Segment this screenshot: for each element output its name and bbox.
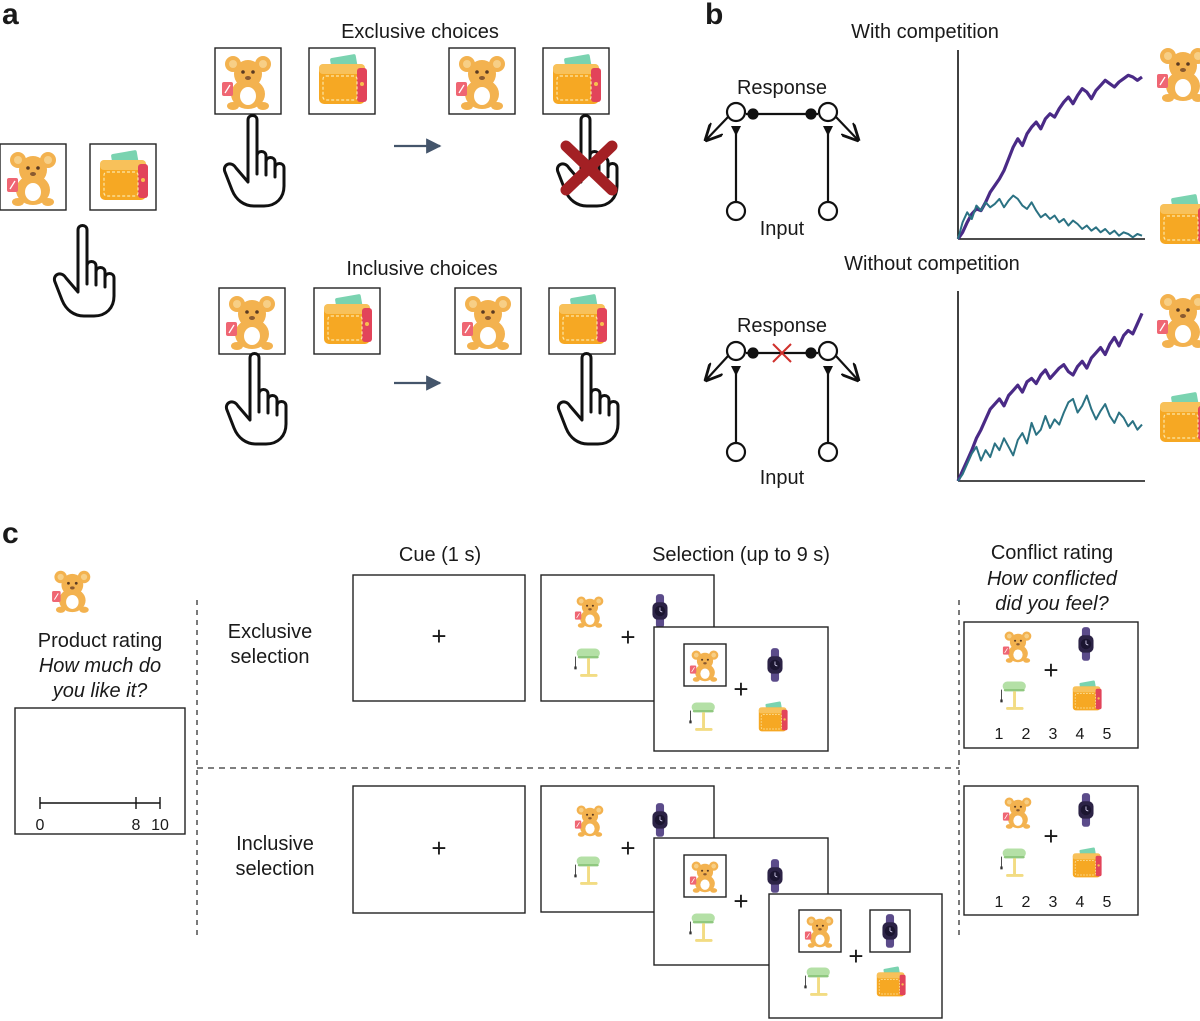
teddy-bear-icon: [219, 288, 285, 354]
pointing-hand-icon: [556, 352, 620, 446]
wallet-icon: [1159, 193, 1200, 245]
fixation-cross: +: [1043, 655, 1058, 685]
network-without-competition: [706, 340, 858, 463]
selection-title: Selection (up to 9 s): [652, 544, 830, 566]
cross-icon: [560, 140, 618, 196]
panel-a-initial: [0, 144, 156, 318]
teddy-bear-icon: [449, 48, 515, 114]
wallet-icon: [543, 48, 609, 114]
pointing-hand-icon: [224, 352, 288, 446]
fixation-cross: +: [620, 833, 635, 863]
selection-screen: +: [653, 626, 829, 752]
trace-plot-with-competition: [956, 50, 1145, 240]
conflict-screen-exclusive: + 1 2 3 4 5: [963, 621, 1139, 749]
network-with-competition: [706, 101, 858, 222]
conflict-question-line1: How conflicted: [987, 568, 1118, 590]
teddy-bear-icon: [1156, 293, 1200, 349]
pointing-hand-icon: [52, 224, 116, 318]
conflict-scale-1: 1: [995, 894, 1004, 911]
pointing-hand-icon: [222, 114, 286, 208]
teddy-bear-icon: [1156, 47, 1200, 103]
teddy-bear-icon: [455, 288, 521, 354]
fixation-cross: +: [1043, 821, 1058, 851]
cue-screen-exclusive: +: [352, 574, 526, 702]
teal-trace-line: [957, 194, 1143, 240]
product-rating-title: Product rating: [38, 630, 163, 652]
fixation-cross: +: [733, 674, 748, 704]
purple-trace-line: [956, 73, 1143, 240]
product-question-line1: How much do: [39, 655, 161, 677]
fixation-cross: +: [733, 886, 748, 916]
conflict-scale-5: 5: [1103, 894, 1112, 911]
wallet-icon: [90, 144, 156, 210]
product-rating-screen: 0 8 10: [14, 570, 186, 835]
teal-trace-line: [957, 394, 1143, 482]
input-label: Input: [760, 467, 805, 489]
conflict-rating-title: Conflict rating: [991, 542, 1113, 564]
with-competition-title: With competition: [851, 21, 999, 43]
teddy-bear-icon: [0, 144, 66, 210]
cue-screen-inclusive: +: [352, 785, 526, 914]
panel-letter-a: a: [2, 0, 19, 31]
conflict-scale-2: 2: [1022, 894, 1031, 911]
conflict-scale-2: 2: [1022, 726, 1031, 743]
purple-trace-line: [956, 312, 1144, 482]
cross-icon: [772, 343, 792, 363]
conflict-scale-4: 4: [1076, 726, 1085, 743]
fixation-cross: +: [431, 833, 446, 863]
response-label: Response: [737, 77, 827, 99]
cue-title: Cue (1 s): [399, 544, 481, 566]
fixation-cross: +: [848, 941, 863, 971]
inclusive-choices-row: [219, 288, 620, 446]
exclusive-selection-label: selection: [231, 646, 310, 668]
selection-screen: +: [768, 893, 943, 1019]
inclusive-selection-label: Inclusive: [236, 833, 314, 855]
input-label: Input: [760, 218, 805, 240]
wallet-icon: [314, 288, 380, 354]
inclusive-selection-label: selection: [236, 858, 315, 880]
panel-letter-b: b: [705, 0, 723, 31]
response-label: Response: [737, 315, 827, 337]
scale-tick-0: 0: [36, 817, 45, 834]
conflict-scale-3: 3: [1049, 726, 1058, 743]
teddy-bear-icon: [215, 48, 281, 114]
wallet-icon: [309, 48, 375, 114]
scale-tick-10: 10: [151, 817, 169, 834]
conflict-question-line2: did you feel?: [995, 593, 1109, 615]
fixation-cross: +: [431, 621, 446, 651]
conflict-scale-3: 3: [1049, 894, 1058, 911]
inclusive-choices-title: Inclusive choices: [346, 258, 497, 280]
teddy-bear-icon: [51, 570, 91, 614]
exclusive-choices-title: Exclusive choices: [341, 21, 499, 43]
panel-letter-c: c: [2, 517, 19, 550]
wallet-icon: [549, 288, 615, 354]
product-question-line2: you like it?: [51, 680, 148, 702]
conflict-scale-5: 5: [1103, 726, 1112, 743]
exclusive-selection-label: Exclusive: [228, 621, 312, 643]
exclusive-choices-row: [215, 48, 619, 208]
without-competition-title: Without competition: [844, 253, 1020, 275]
scale-tick-8: 8: [132, 817, 141, 834]
trace-plot-without-competition: [956, 291, 1145, 482]
wallet-icon: [1159, 391, 1200, 443]
fixation-cross: +: [620, 622, 635, 652]
conflict-scale-4: 4: [1076, 894, 1085, 911]
conflict-screen-inclusive: + 1 2 3 4 5: [963, 785, 1139, 916]
conflict-scale-1: 1: [995, 726, 1004, 743]
